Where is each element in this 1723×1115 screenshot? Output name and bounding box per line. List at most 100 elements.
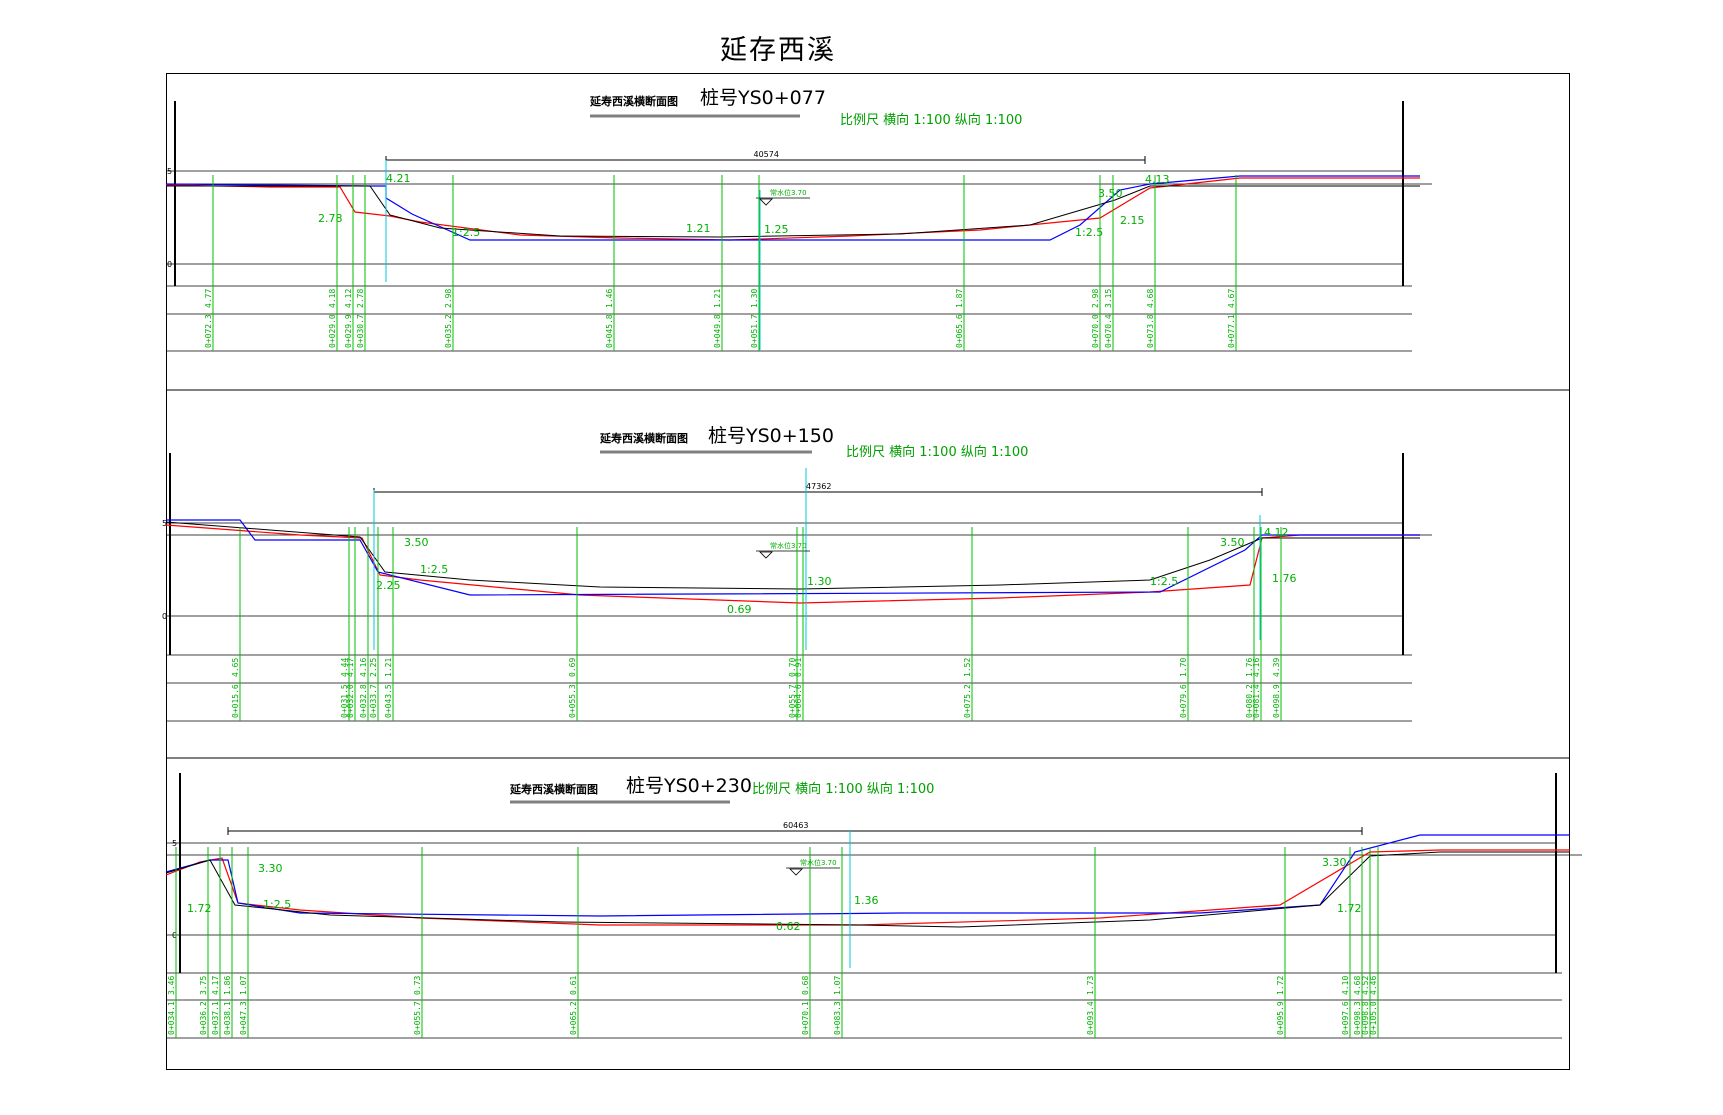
sec2-table-elevation: 1.76 [1245, 658, 1254, 677]
sec1-table-chainage: 0+077.1 [1227, 314, 1236, 348]
sec2-table-chainage: 0+079.6 [1179, 684, 1188, 718]
sec3-table-elevation: 1.86 [223, 976, 232, 995]
sec1-table-elevation: 1.21 [713, 289, 722, 308]
sec2-scale: 比例尺 横向 1:100 纵向 1:100 [846, 444, 1028, 460]
sec1-station: 桩号YS0+077 [700, 87, 826, 109]
sec2-station: 桩号YS0+150 [708, 425, 834, 447]
sec2-elevation-label: 1.30 [807, 575, 832, 588]
sec3-table-chainage: 0+037.1 [211, 1001, 220, 1035]
sec3-table-chainage: 0+065.2 [569, 1001, 578, 1035]
sec3-table-elevation: 4.46 [1369, 976, 1378, 995]
sec3-table-elevation: 4.52 [1361, 976, 1370, 995]
drawing-frame [166, 73, 1570, 1070]
sec3-slope-label: 1:2.5 [263, 898, 291, 911]
sec3-elevation-label: 1.72 [187, 902, 212, 915]
sec2-table-chainage: 0+075.2 [963, 684, 972, 718]
sec3-table-elevation: 1.72 [1276, 976, 1285, 995]
sec2-table-chainage: 0+064.6 [794, 684, 803, 718]
sec2-table-chainage: 0+080.2 [1245, 684, 1254, 718]
sec3-table-chainage: 0+034.1 [167, 1001, 176, 1035]
sec1-width-dim: 40574 [754, 150, 779, 159]
sec3-table-elevation: 0.61 [569, 976, 578, 995]
sec1-table-elevation: 3.15 [1104, 289, 1113, 308]
sec1-elevation-label: 2.15 [1120, 214, 1145, 227]
sec2-design-line [166, 519, 1420, 596]
sec1-table-elevation: 1.30 [750, 289, 759, 308]
sec3-elevation-label: 1.36 [854, 894, 879, 907]
sec1-scale: 比例尺 横向 1:100 纵向 1:100 [840, 112, 1022, 128]
sec3-table-chainage: 0+098.3 [1353, 1001, 1362, 1035]
sec3-water-level: 常水位3.70 [800, 858, 837, 867]
sec1-table-chainage: 0+065.6 [955, 314, 964, 348]
sec2-table-elevation: 4.39 [1272, 658, 1281, 677]
sec2-table-elevation: 0.91 [794, 658, 803, 677]
sec2-table-elevation: 4.17 [346, 658, 355, 677]
sec1-table-chainage: 0+073.8 [1146, 314, 1155, 348]
sec1-table-elevation: 2.78 [356, 289, 365, 308]
sec1-water-level-symbol [759, 198, 773, 206]
sec1-table-chainage: 0+029.0 [328, 314, 337, 348]
sec3-heading: 延寿西溪横断面图 [509, 782, 598, 796]
sec2-table-chainage: 0+033.7 [369, 684, 378, 718]
sec3-table-elevation: 3.75 [199, 976, 208, 995]
sec1-water-level: 常水位3.70 [770, 188, 807, 197]
sec1-slope-label: 1:2.5 [1075, 226, 1103, 239]
sec1-table-chainage: 0+035.2 [444, 314, 453, 348]
sec1-elevation-label: 4.13 [1145, 173, 1170, 186]
sec1-table-elevation: 1.87 [955, 289, 964, 308]
sec2-elevation-label: 3.50 [1220, 536, 1245, 549]
sec2-table-elevation: 4.65 [231, 658, 240, 677]
sec3-table-elevation: 4.10 [1341, 976, 1350, 995]
sec1-table-chainage: 0+045.8 [605, 314, 614, 348]
sec3-table-chainage: 0+098.8 [1361, 1001, 1370, 1035]
sec3-table-elevation: 0.73 [413, 976, 422, 995]
sec3-design-line [165, 834, 1570, 917]
sec3-table-elevation: 3.46 [167, 976, 176, 995]
sec2-table-chainage: 0+055.3 [568, 684, 577, 718]
sec3-existing-line [165, 851, 1570, 928]
sec2-table-chainage: 0+098.9 [1272, 684, 1281, 718]
sec3-axis-bottom: 0 [172, 931, 177, 940]
sec3-table-elevation: 0.68 [801, 976, 810, 995]
sec2-elevation-label: 0.69 [727, 603, 752, 616]
sec1-slope-label: 1:2.5 [452, 226, 480, 239]
sec1-elevation-label: 1.21 [686, 222, 711, 235]
sec1-table-elevation: 2.98 [444, 289, 453, 308]
sec2-table-chainage: 0+081.4 [1252, 684, 1261, 718]
sec2-slope-label: 1:2.5 [1150, 575, 1178, 588]
sec3-table-chainage: 0+036.2 [199, 1001, 208, 1035]
sec3-table-chainage: 0+105.0 [1369, 1001, 1378, 1035]
sec3-table-elevation: 1.07 [833, 976, 842, 995]
sec1-table-chainage: 0+070.4 [1104, 314, 1113, 348]
sec1-table-elevation: 4.77 [204, 289, 213, 308]
sec3-scale: 比例尺 横向 1:100 纵向 1:100 [752, 781, 934, 797]
sec2-existing-line [165, 521, 1420, 590]
sec1-table-elevation: 2.98 [1091, 289, 1100, 308]
sec1-table-elevation: 4.67 [1227, 289, 1236, 308]
sec1-table-chainage: 0+072.3 [204, 314, 213, 348]
sec3-table-chainage: 0+095.9 [1276, 1001, 1285, 1035]
sec2-table-elevation: 4.16 [1252, 658, 1261, 677]
sec1-elevation-label: 1.25 [764, 223, 789, 236]
sec3-table-elevation: 1.73 [1086, 976, 1095, 995]
sec2-water-level-symbol [759, 551, 773, 559]
sec1-table-elevation: 4.12 [344, 289, 353, 308]
sec2-axis-top: 5 [162, 519, 167, 528]
sec2-table-chainage: 0+031.5 [340, 684, 349, 718]
sec3-elevation-label: 0.62 [776, 920, 801, 933]
sec1-table-chainage: 0+030.7 [356, 314, 365, 348]
sec2-table-elevation: 2.25 [369, 658, 378, 677]
sec2-heading: 延寿西溪横断面图 [599, 431, 688, 445]
sec3-table-chainage: 0+047.3 [239, 1001, 248, 1035]
sec1-existing-line [166, 185, 1420, 238]
sec3-elevation-label: 3.30 [1322, 856, 1347, 869]
sec3-table-chainage: 0+083.3 [833, 1001, 842, 1035]
sec2-table-chainage: 0+032.0 [346, 684, 355, 718]
sec2-table-elevation: 4.16 [359, 658, 368, 677]
sec1-elevation-label: 4.21 [386, 172, 411, 185]
sec2-table-elevation: 1.52 [963, 658, 972, 677]
sec2-elevation-label: 3.50 [404, 536, 429, 549]
sec2-axis-bottom: 0 [162, 612, 167, 621]
sec2-table-elevation: 4.44 [340, 658, 349, 677]
